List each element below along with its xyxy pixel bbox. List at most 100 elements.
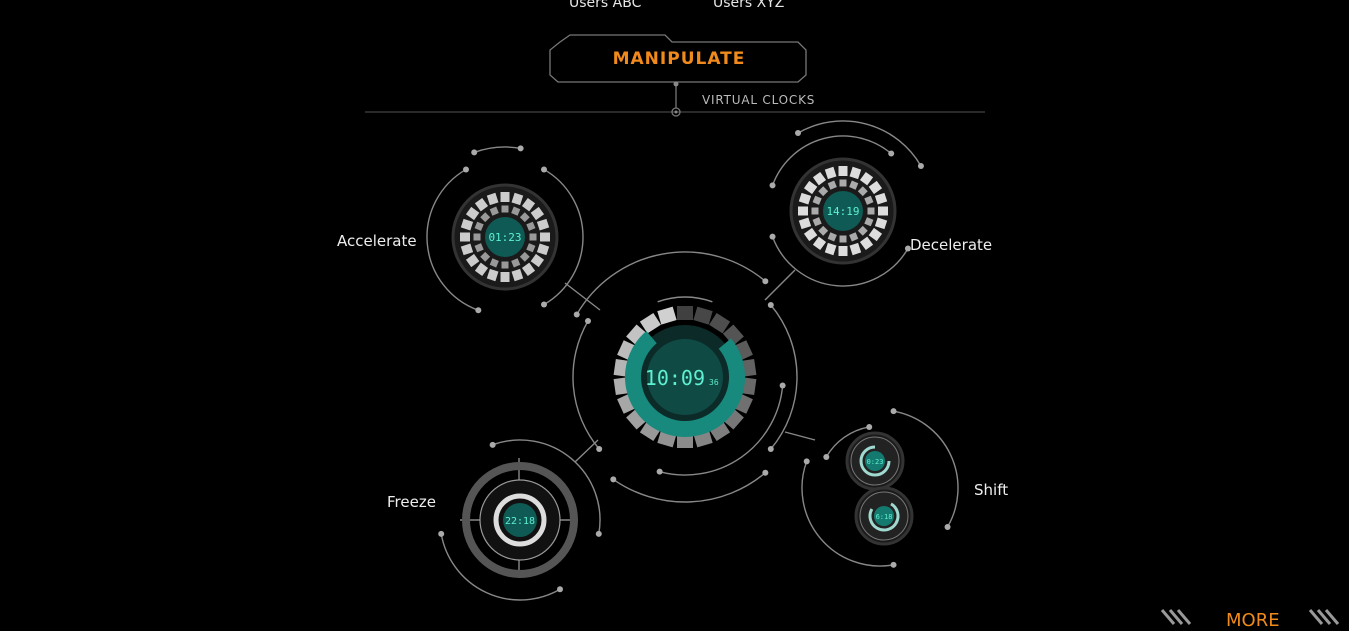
shift-time-a: 0:23 bbox=[867, 458, 884, 466]
ring-segment bbox=[480, 251, 491, 262]
ring-segment bbox=[489, 258, 499, 268]
freeze-label[interactable]: Freeze bbox=[387, 493, 436, 511]
orbit-arc bbox=[576, 251, 766, 315]
ring-segment bbox=[519, 251, 530, 262]
ring-segment bbox=[500, 272, 510, 282]
orbit-arc bbox=[612, 472, 766, 503]
ring-segment bbox=[849, 232, 859, 242]
orbit-arc bbox=[770, 304, 798, 450]
ring-segment bbox=[812, 195, 822, 205]
orbit-node bbox=[944, 524, 951, 530]
orbit-arc bbox=[473, 146, 521, 154]
decelerate-label[interactable]: Decelerate bbox=[910, 236, 993, 254]
ring-segment bbox=[868, 180, 883, 195]
ring-segment bbox=[811, 207, 819, 215]
orbit-node bbox=[917, 163, 924, 169]
ring-segment bbox=[521, 197, 536, 212]
users-xyz-link[interactable]: Users XYZ bbox=[713, 0, 785, 11]
connector-line bbox=[574, 439, 599, 463]
manipulate-frame bbox=[549, 34, 807, 83]
orbit-node bbox=[904, 245, 911, 252]
ring-segment bbox=[500, 192, 510, 202]
ring-segment bbox=[803, 180, 818, 195]
ring-segment bbox=[530, 206, 545, 221]
ring-segment bbox=[677, 434, 693, 448]
orbit-node bbox=[541, 301, 547, 308]
ring-segment bbox=[864, 217, 874, 227]
ring-segment bbox=[460, 232, 470, 242]
orbit-arc bbox=[771, 236, 909, 287]
accelerate-label[interactable]: Accelerate bbox=[337, 232, 417, 250]
ring-segment bbox=[693, 306, 713, 325]
ring-segment bbox=[474, 197, 489, 212]
ring-segment bbox=[511, 192, 524, 206]
ring-segment bbox=[864, 195, 874, 205]
orbit-node bbox=[471, 149, 478, 156]
orbit-node bbox=[890, 561, 897, 568]
ring-segment bbox=[536, 218, 550, 231]
shift-clock-a[interactable]: 0:23 bbox=[845, 431, 905, 491]
shift-clock-b[interactable]: 6:18 bbox=[854, 486, 914, 546]
ring-segment bbox=[867, 207, 875, 215]
ring-segment bbox=[526, 221, 536, 231]
orbit-node bbox=[595, 530, 602, 537]
ring-segment bbox=[677, 306, 693, 320]
ring-segment bbox=[536, 243, 550, 256]
connector-line bbox=[564, 282, 601, 311]
ring-segment bbox=[878, 206, 888, 216]
accelerate-clock[interactable]: 01:23 bbox=[485, 217, 525, 257]
orbit-arc bbox=[572, 320, 600, 450]
ring-segment bbox=[798, 206, 808, 216]
ring-segment bbox=[639, 312, 661, 334]
ring-segment bbox=[709, 420, 731, 442]
ring-segment bbox=[639, 420, 661, 442]
shift-label[interactable]: Shift bbox=[974, 481, 1009, 499]
ring-segment bbox=[501, 205, 509, 213]
ring-segment bbox=[530, 253, 545, 268]
orbit-arc bbox=[440, 533, 561, 601]
ring-segment bbox=[849, 242, 862, 256]
decelerate-clock[interactable]: 14:19 bbox=[823, 191, 863, 231]
orbit-node bbox=[762, 278, 769, 285]
orbit-arc bbox=[801, 461, 894, 567]
ring-segment bbox=[460, 243, 474, 256]
divider-node-dot bbox=[674, 110, 678, 114]
ring-segment bbox=[519, 212, 530, 223]
users-abc-link[interactable]: Users ABC bbox=[569, 0, 642, 11]
ring-segment bbox=[818, 186, 829, 197]
ring-segment bbox=[839, 235, 847, 243]
more-link[interactable]: MORE bbox=[1226, 610, 1280, 631]
orbit-node bbox=[890, 408, 897, 415]
freeze-time: 22:18 bbox=[505, 516, 535, 527]
ring-segment bbox=[474, 243, 484, 253]
frame-node bbox=[673, 81, 679, 87]
ring-segment bbox=[818, 225, 829, 236]
orbit-arc bbox=[797, 120, 922, 167]
orbit-node bbox=[541, 166, 547, 173]
orbit-node bbox=[573, 311, 580, 318]
ring-segment bbox=[849, 166, 862, 180]
ring-segment bbox=[849, 180, 859, 190]
orbit-node bbox=[769, 182, 776, 189]
manipulate-button[interactable]: MANIPULATE bbox=[612, 49, 746, 69]
main-seconds: 36 bbox=[709, 378, 719, 387]
accelerate-time: 01:23 bbox=[488, 231, 521, 244]
main-clock[interactable]: 10:09 36 bbox=[612, 304, 759, 451]
ring-segment bbox=[812, 171, 827, 186]
orbit-node bbox=[803, 458, 810, 465]
orbit-node bbox=[463, 166, 469, 173]
orbit-node bbox=[596, 445, 603, 452]
orbit-arc bbox=[657, 296, 713, 303]
ring-segment bbox=[838, 166, 848, 176]
ring-segment bbox=[859, 236, 874, 251]
ring-segment bbox=[486, 192, 499, 206]
ring-segment bbox=[460, 218, 474, 231]
ring-segment bbox=[521, 262, 536, 277]
orbit-node bbox=[866, 423, 873, 430]
orbit-arc bbox=[492, 439, 601, 535]
chevrons-right-icon bbox=[1308, 609, 1340, 625]
ring-segment bbox=[511, 258, 521, 268]
ring-segment bbox=[868, 227, 883, 242]
freeze-clock[interactable]: 22:18 bbox=[462, 462, 578, 578]
